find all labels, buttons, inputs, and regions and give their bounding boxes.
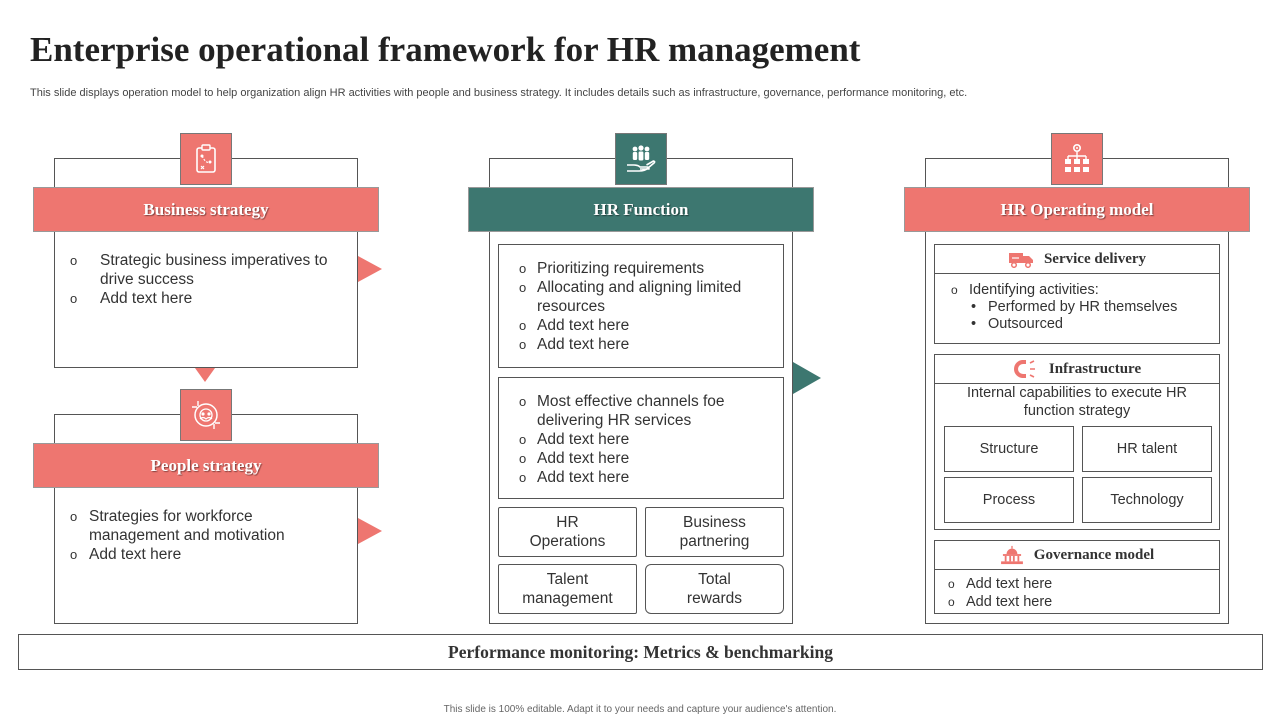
capitol-building-icon: [1000, 545, 1023, 565]
tile-total-rewards: Total rewards: [645, 564, 784, 614]
performance-monitoring-label: Performance monitoring: Metrics & benchm…: [448, 641, 833, 662]
tile-business-partnering: Business partnering: [645, 507, 784, 557]
governance-model-heading: Governance model: [935, 541, 1219, 570]
business-strategy-banner: Business strategy: [33, 187, 379, 232]
infrastructure-heading: Infrastructure: [935, 355, 1219, 384]
infrastructure-description: Internal capabilities to execute HR func…: [966, 385, 1188, 419]
page-subtitle: This slide displays operation model to h…: [30, 87, 968, 99]
arrow-right-marker: [793, 362, 821, 394]
service-delivery-heading: Service delivery: [935, 245, 1219, 274]
clipboard-icon: [180, 133, 232, 185]
list-item: •Performed by HR themselves: [971, 299, 1178, 315]
delivery-truck-icon: [1008, 253, 1033, 268]
people-strategy-banner: People strategy: [33, 443, 379, 488]
page-title: Enterprise operational framework for HR …: [30, 30, 861, 69]
footer-note: This slide is 100% editable. Adapt it to…: [443, 704, 837, 715]
performance-monitoring-bar: Performance monitoring: Metrics & benchm…: [18, 634, 1263, 670]
infra-cell-hr-talent: HR talent: [1082, 426, 1212, 472]
hand-people-icon: [615, 133, 667, 185]
hr-function-banner: HR Function: [468, 187, 814, 232]
arrow-right-marker: [358, 256, 382, 282]
people-target-icon: [180, 389, 232, 441]
tile-hr-operations: HR Operations: [498, 507, 637, 557]
infrastructure-box: Infrastructure Internal capabilities to …: [934, 354, 1220, 530]
org-chart-gear-icon: [1051, 133, 1103, 185]
magnet-icon: [1013, 360, 1035, 378]
infra-cell-process: Process: [944, 477, 1074, 523]
arrow-right-marker: [358, 518, 382, 544]
arrow-down-marker: [195, 368, 215, 382]
infra-cell-technology: Technology: [1082, 477, 1212, 523]
tile-talent-management: Talent management: [498, 564, 637, 614]
list-item: •Outsourced: [971, 316, 1063, 332]
infra-cell-structure: Structure: [944, 426, 1074, 472]
hr-operating-model-banner: HR Operating model: [904, 187, 1250, 232]
